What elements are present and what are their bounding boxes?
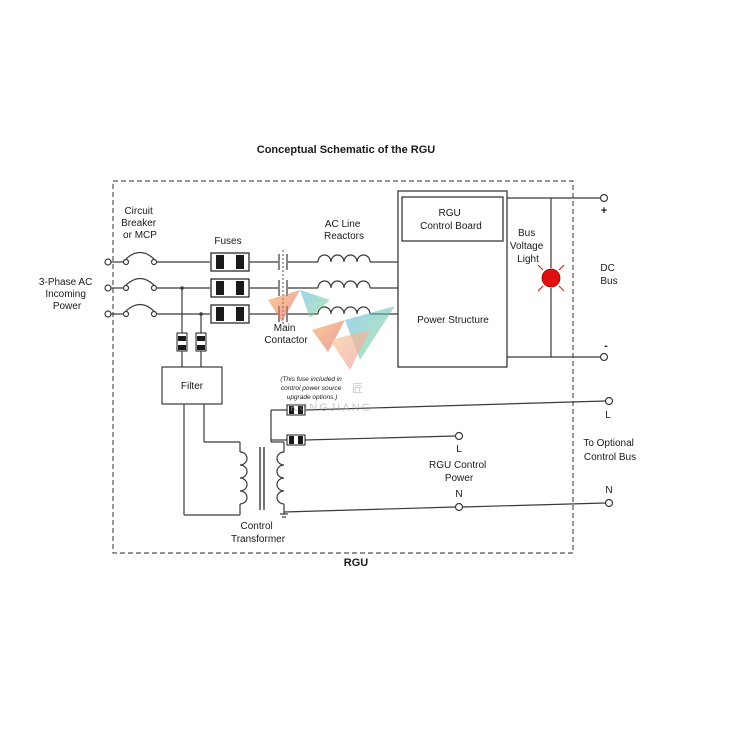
phase-lines	[104, 251, 398, 318]
reactors-label: AC Line Reactors	[324, 219, 364, 242]
inner-l-label: L	[456, 444, 462, 455]
bus-voltage-light-icon	[537, 264, 565, 292]
dc-bus-wiring	[507, 193, 609, 362]
filter-label: Filter	[181, 381, 204, 392]
breaker-label: Circuit Breaker or MCP	[121, 206, 159, 241]
svg-text:KUNGJIANG: KUNGJIANG	[290, 402, 372, 414]
filter-box	[161, 366, 223, 405]
control-transformer	[183, 404, 288, 518]
ac-line-reactors	[317, 254, 371, 315]
watermark-logo: 匠 KUNGJIANG	[268, 290, 395, 414]
dc-minus-label: -	[604, 340, 608, 352]
outer-l-label: L	[605, 410, 611, 421]
dc-bus-label: DC Bus	[600, 263, 617, 287]
filter-branch	[176, 286, 207, 367]
transformer-label: Control Transformer	[231, 521, 286, 545]
bus-light-label: Bus Voltage Light	[510, 228, 546, 265]
outer-n-label: N	[605, 485, 612, 496]
main-contactor	[278, 250, 288, 326]
fuse-note: (This fuse included in control power sou…	[280, 376, 343, 401]
inner-n-label: N	[455, 489, 462, 500]
incoming-power-label: 3-Phase AC Incoming Power	[39, 277, 95, 312]
control-board-label: RGU Control Board	[420, 208, 482, 232]
control-power-wiring	[270, 396, 614, 513]
control-power-label: RGU Control Power	[429, 460, 489, 484]
power-structure-label: Power Structure	[417, 315, 489, 326]
diagram-title: Conceptual Schematic of the RGU	[257, 144, 436, 156]
main-fuses	[210, 252, 250, 324]
fuses-label: Fuses	[214, 236, 241, 247]
control-board-box	[401, 196, 504, 242]
contactor-label: Main Contactor	[264, 323, 308, 346]
optional-bus-label: To Optional Control Bus	[583, 438, 636, 463]
svg-text:匠: 匠	[352, 382, 365, 395]
dc-plus-label: +	[601, 205, 607, 217]
rgu-footer-label: RGU	[344, 557, 369, 569]
